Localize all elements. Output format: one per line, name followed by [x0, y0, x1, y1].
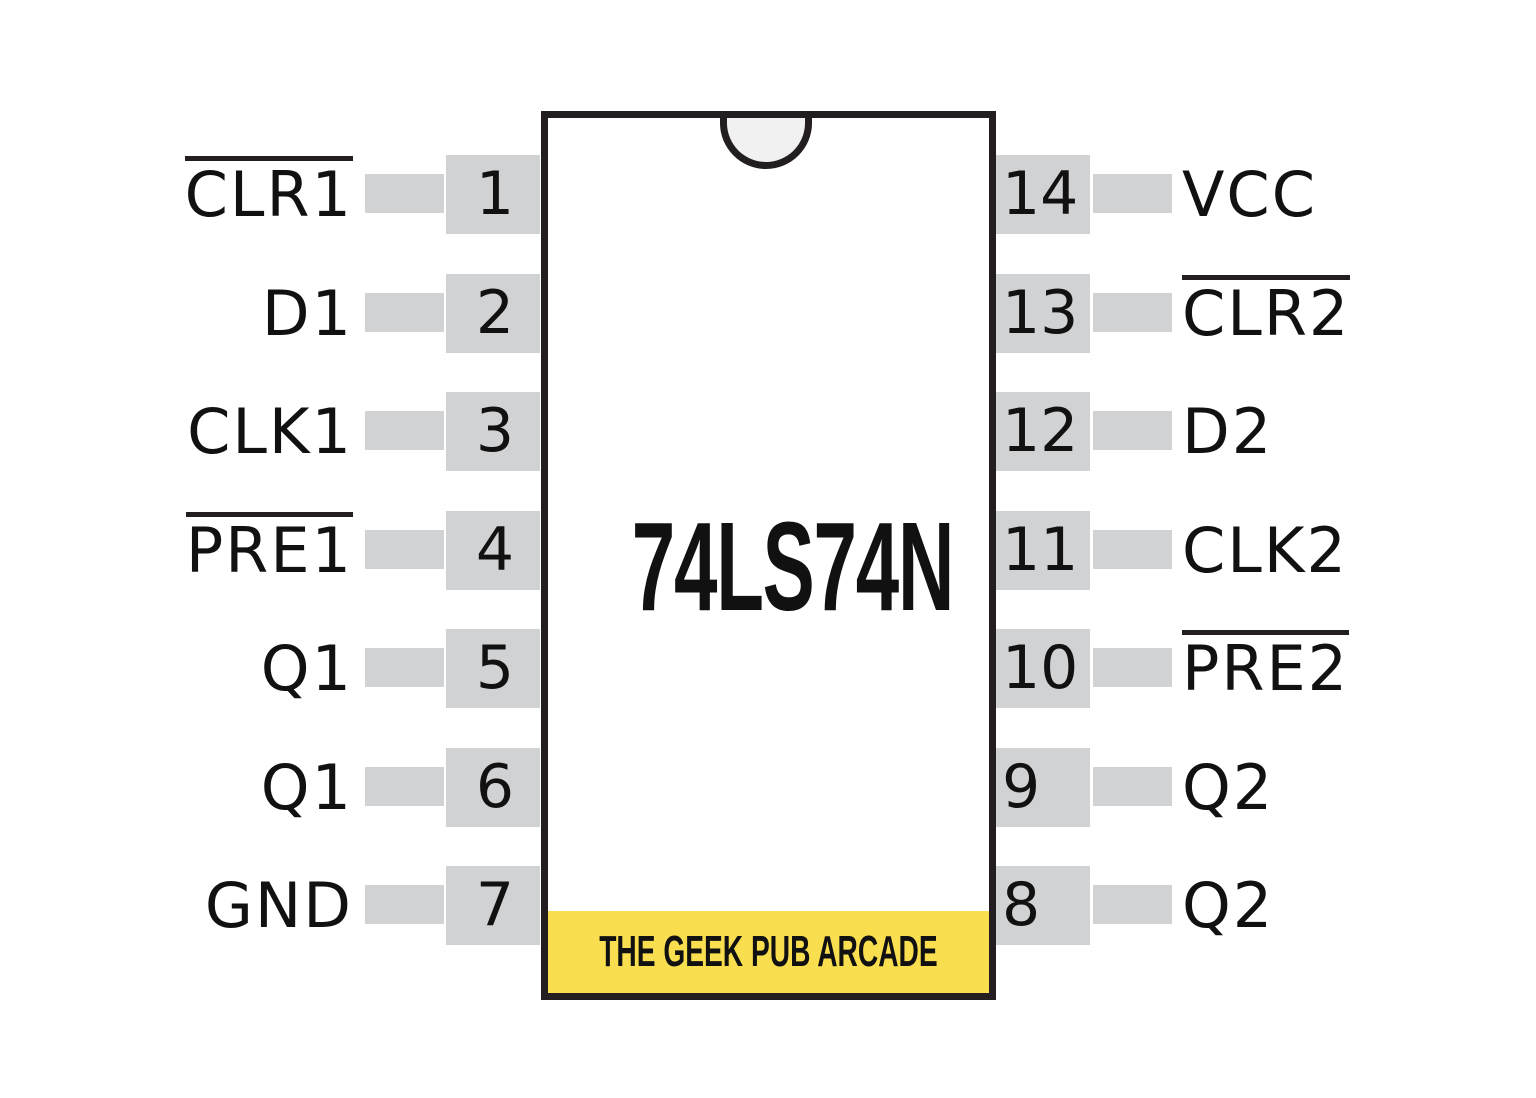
pin-label: CLR2: [1182, 274, 1351, 353]
pin-lead: [1093, 411, 1172, 450]
pin-lead: [1093, 767, 1172, 806]
pin-label-text: CLR1: [184, 156, 354, 231]
pin-lead: [365, 648, 444, 687]
pin-number: 2: [446, 274, 540, 353]
pin-7: GND 7: [200, 866, 541, 945]
pin-lead: [1093, 885, 1172, 924]
pin-label: Q2: [1182, 866, 1274, 945]
pin-label-text: Q1: [260, 632, 353, 705]
pin-8: 8 Q2: [996, 866, 1356, 945]
pin-number: 1: [446, 155, 540, 234]
pin-label: VCC: [1182, 155, 1317, 234]
orientation-notch-icon: [720, 111, 812, 169]
pin-label-text: D1: [261, 277, 353, 350]
pin-label-text: CLR2: [1182, 275, 1351, 350]
pin-number: 14: [996, 155, 1090, 234]
pin-12: 12 D2: [996, 392, 1356, 471]
pin-label-text: Q1: [260, 751, 353, 824]
pin-label: CLK1: [187, 392, 353, 471]
pin-label-text: GND: [204, 869, 353, 942]
pin-number: 4: [446, 511, 540, 590]
pin-lead: [1093, 293, 1172, 332]
pin-label: CLR1: [184, 155, 354, 234]
pin-label: Q1: [261, 748, 353, 827]
pin-label: Q2: [1182, 748, 1274, 827]
pin-number: 10: [996, 629, 1090, 708]
pin-1: CLR1 1: [184, 155, 541, 234]
pin-lead: [365, 174, 444, 213]
chip-body: 74LS74N THE GEEK PUB ARCADE: [541, 111, 996, 1000]
pin-lead: [365, 293, 444, 332]
pin-lead: [365, 885, 444, 924]
pin-4: PRE1 4: [185, 511, 541, 590]
pin-label-text: CLK1: [187, 395, 353, 468]
pin-9: 9 Q2: [996, 748, 1356, 827]
pin-label: PRE2: [1182, 629, 1350, 708]
pin-label-text: PRE2: [1182, 630, 1350, 705]
pin-6: Q1 6: [200, 748, 541, 827]
pin-number: 13: [996, 274, 1090, 353]
pin-number: 11: [996, 511, 1090, 590]
pin-lead: [1093, 174, 1172, 213]
pin-lead: [1093, 530, 1172, 569]
pin-11: 11 CLK2: [996, 511, 1356, 590]
pin-number: 6: [446, 748, 540, 827]
chip-part-number: 74LS74N: [631, 496, 955, 637]
pin-lead: [365, 767, 444, 806]
pin-lead: [365, 411, 444, 450]
pin-label-text: D2: [1182, 395, 1274, 468]
brand-label: THE GEEK PUB ARCADE: [599, 927, 938, 976]
pin-label: D1: [262, 274, 353, 353]
pin-lead: [1093, 648, 1172, 687]
pin-label-text: VCC: [1182, 158, 1317, 231]
pin-number: 9: [996, 748, 1090, 827]
pin-lead: [365, 530, 444, 569]
pin-number: 7: [446, 866, 540, 945]
pin-number: 5: [446, 629, 540, 708]
pin-number: 3: [446, 392, 540, 471]
pin-label: D2: [1182, 392, 1273, 471]
pin-13: 13 CLR2: [996, 274, 1356, 353]
pin-label-text: Q2: [1182, 751, 1275, 824]
pin-number: 12: [996, 392, 1090, 471]
pin-3: CLK1 3: [187, 392, 541, 471]
pin-label-text: CLK2: [1182, 514, 1348, 587]
pin-label-text: Q2: [1182, 869, 1275, 942]
pin-label: Q1: [261, 629, 353, 708]
brand-band: THE GEEK PUB ARCADE: [548, 911, 989, 993]
pin-label: GND: [205, 866, 353, 945]
notch-edge: [720, 111, 812, 118]
pin-2: D1 2: [200, 274, 541, 353]
pin-10: 10 PRE2: [996, 629, 1356, 708]
pin-5: Q1 5: [200, 629, 541, 708]
pin-label: PRE1: [185, 511, 354, 590]
pin-label: CLK2: [1182, 511, 1348, 590]
pin-number: 8: [996, 866, 1090, 945]
pin-14: 14 VCC: [996, 155, 1356, 234]
pin-label-text: PRE1: [185, 512, 354, 587]
